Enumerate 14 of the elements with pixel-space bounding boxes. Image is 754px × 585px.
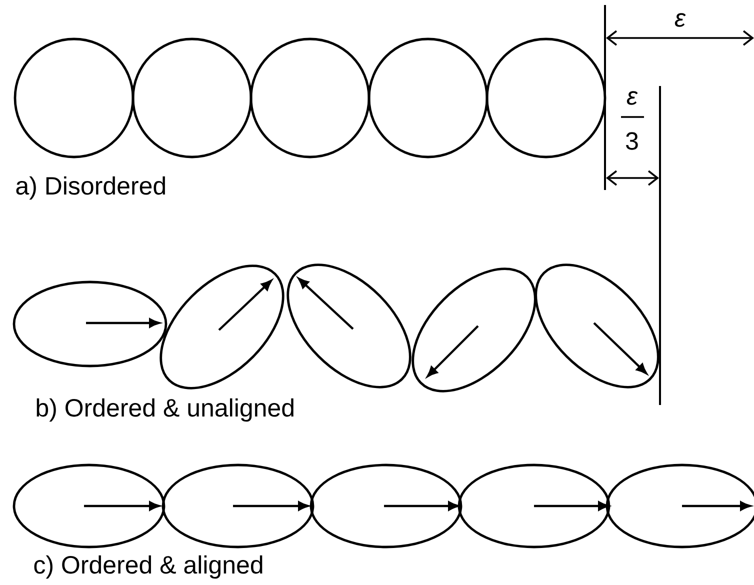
particle-ellipse (12, 464, 166, 548)
row-caption: b) Ordered & unaligned (36, 398, 294, 422)
particle-ellipse (162, 464, 314, 548)
particle-ellipse (310, 464, 462, 548)
particle-ellipse (458, 464, 610, 548)
particle-circle (132, 38, 252, 158)
particle-circle (368, 38, 488, 158)
particle-ellipse (12, 280, 168, 368)
row-caption: c) Ordered & aligned (34, 555, 262, 579)
dimension-label: ε (674, 13, 686, 27)
particle-circle (486, 38, 606, 158)
particle-circle (14, 38, 134, 158)
particle-circle (250, 38, 370, 158)
row-caption: a) Disordered (16, 176, 165, 200)
